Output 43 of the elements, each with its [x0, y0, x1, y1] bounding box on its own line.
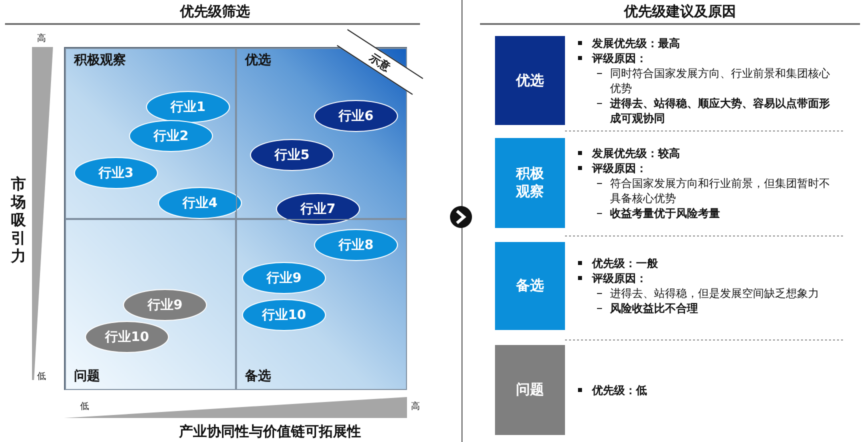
bullet-text: 评级原因：: [592, 160, 648, 176]
industry-ellipse: 行业1: [146, 91, 230, 123]
priority-box: 备选: [495, 242, 565, 330]
section-title: 优先级筛选: [178, 3, 251, 21]
axis-tick-label: 高: [411, 400, 420, 413]
quadrant: [65, 219, 236, 390]
bullet-text: 评级原因：: [592, 50, 648, 66]
quadrant: [236, 219, 407, 390]
industry-ellipse: 行业2: [129, 120, 213, 152]
bullet-text: 同时符合国家发展方向、行业前景和集团核心优势: [610, 66, 831, 96]
industry-ellipse: 行业4: [158, 187, 242, 219]
quadrant-label: 积极观察: [74, 52, 126, 69]
industry-ellipse: 行业9: [123, 289, 207, 321]
industry-ellipse: 行业9: [242, 262, 326, 294]
bullet-text: 符合国家发展方向和行业前景，但集团暂时不具备核心优势: [610, 176, 831, 206]
axis-tick-label: 高: [37, 32, 46, 45]
axis-tick-label: 低: [37, 371, 46, 383]
industry-ellipse: 行业10: [242, 299, 326, 331]
bullet-text: 发展优先级：最高: [592, 36, 681, 50]
industry-ellipse: 行业6: [314, 100, 398, 132]
industry-ellipse: 行业7: [276, 193, 360, 225]
bullet-text: 评级原因：: [592, 271, 648, 286]
bullet-text: 优先级：低: [592, 382, 648, 398]
bullet-text: 发展优先级：较高: [592, 146, 681, 160]
bullet-text: 进得去、站得稳、顺应大势、容易以点带面形成可观协同: [610, 96, 831, 126]
industry-ellipse: 行业8: [314, 229, 398, 261]
axis-tick-label: 低: [80, 401, 89, 413]
bullet-text: 优先级：一般: [592, 256, 659, 271]
industry-ellipse: 行业3: [74, 157, 158, 189]
industry-ellipse: 行业10: [85, 321, 169, 353]
bullet-text: 风险收益比不合理: [610, 301, 699, 316]
quadrant-label: 备选: [245, 368, 271, 385]
industry-ellipse: 行业5: [250, 139, 334, 171]
priority-box: 问题: [495, 345, 565, 435]
bullet-text: 收益考量优于风险考量: [610, 206, 721, 220]
axis-title: 市场吸引力: [11, 175, 27, 265]
bullet-text: 进得去、站得稳，但是发展空间缺乏想象力: [610, 286, 820, 301]
quadrant-label: 优选: [245, 52, 271, 69]
axis-title: 产业协同性与价值链可拓展性: [178, 423, 362, 441]
section-title: 优先级建议及原因: [622, 3, 737, 21]
quadrant-label: 问题: [74, 368, 100, 385]
priority-box: 优选: [495, 36, 565, 125]
priority-box: 积极观察: [495, 138, 565, 228]
